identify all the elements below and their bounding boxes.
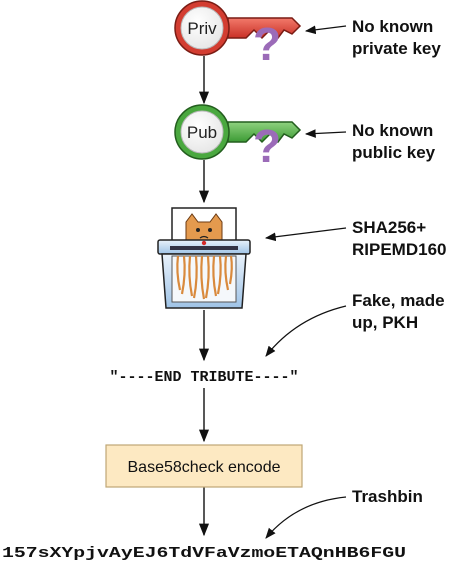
- annotation-arrows: [264, 25, 347, 539]
- public-key-icon: Pub ?: [174, 104, 302, 172]
- annotation-priv-line2: private key: [352, 39, 441, 58]
- private-key-icon: Priv ?: [174, 0, 302, 70]
- shredder-icon: [157, 207, 251, 309]
- base58check-encode-label: Base58check encode: [128, 459, 281, 476]
- base58check-encode-box: Base58check encode: [105, 444, 303, 488]
- annotation-priv-line1: No known: [352, 17, 433, 36]
- annotation-trash-line1: Trashbin: [352, 487, 423, 506]
- annotation-pub-line1: No known: [352, 121, 433, 140]
- annotation-pkh-line2: up, PKH: [352, 313, 418, 332]
- unknown-private-question-mark: ?: [253, 18, 281, 70]
- annotation-hash-line2: RIPEMD160: [352, 240, 446, 259]
- annotation-pkh-line1: Fake, made: [352, 291, 445, 310]
- public-key-label: Pub: [187, 123, 217, 142]
- annotation-labels: No known private key No known public key…: [352, 17, 446, 506]
- annotation-pub-line2: public key: [352, 143, 436, 162]
- bitcoin-address: 157sXYpjvAyEJ6TdVFaVzmoETAQnHB6FGU: [2, 545, 406, 562]
- annotation-hash-line1: SHA256+: [352, 218, 426, 237]
- unknown-public-question-mark: ?: [253, 120, 281, 172]
- private-key-label: Priv: [187, 19, 217, 38]
- end-tribute-string: "----END TRIBUTE----": [109, 369, 298, 386]
